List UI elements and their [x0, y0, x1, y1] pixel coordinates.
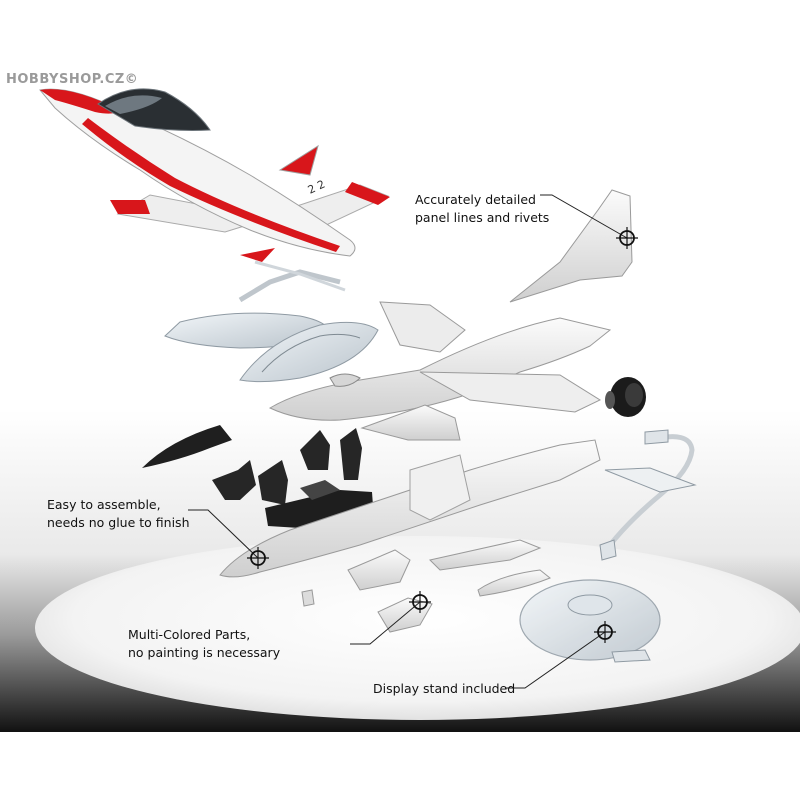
fuselage-lower-part — [219, 439, 601, 578]
crosshair-panel-lines — [616, 227, 638, 249]
small-parts — [301, 539, 551, 633]
callout-assemble-line2: needs no glue to finish — [47, 515, 190, 530]
tail-fin-part — [509, 189, 633, 303]
crosshair-assemble — [247, 547, 269, 569]
callout-multicolor-line2: no painting is necessary — [128, 645, 281, 660]
callout-multicolor: Multi-Colored Parts, no painting is nece… — [128, 626, 280, 662]
crosshair-multicolor — [409, 591, 431, 613]
watermark-logo: HOBBYSHOP.CZ© — [6, 72, 139, 87]
callout-assemble: Easy to assemble, needs no glue to finis… — [47, 496, 190, 532]
leader-stand — [505, 631, 606, 689]
callout-stand-line1: Display stand included — [373, 681, 516, 696]
fuselage-upper-part — [268, 301, 612, 421]
callout-multicolor-line1: Multi-Colored Parts, — [128, 627, 251, 642]
canopy-part — [239, 321, 379, 383]
exhaust-nozzle-part — [605, 377, 646, 417]
leader-multicolor — [350, 601, 421, 645]
crosshair-stand — [594, 621, 616, 643]
bottom-margin — [0, 732, 800, 800]
callout-panel-lines: Accurately detailed panel lines and rive… — [415, 191, 549, 227]
fuselage-marking: 2 2 — [306, 178, 327, 197]
display-stand-part — [519, 429, 697, 663]
assembled-aircraft: 2 2 — [39, 88, 390, 349]
nose-cone-part — [142, 425, 232, 468]
stabilizer-part — [360, 404, 461, 441]
callout-stand: Display stand included — [373, 680, 515, 698]
leader-lines — [188, 194, 628, 689]
callout-assemble-line1: Easy to assemble, — [47, 497, 161, 512]
leader-assemble — [188, 509, 259, 559]
leader-panel-lines — [540, 194, 628, 239]
callout-panel-lines-line1: Accurately detailed — [415, 192, 536, 207]
callout-panel-lines-line2: panel lines and rivets — [415, 210, 550, 225]
